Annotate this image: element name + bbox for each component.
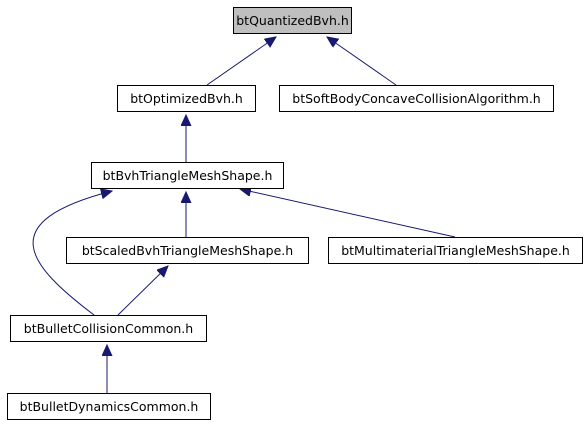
node-label: btMultimaterialTriangleMeshShape.h [341,243,570,258]
node-label: btBulletCollisionCommon.h [24,321,193,336]
node-btScaledBvhTriangleMeshShape[interactable]: btScaledBvhTriangleMeshShape.h [66,237,309,264]
node-label: btQuantizedBvh.h [236,13,349,28]
node-btOptimizedBvh[interactable]: btOptimizedBvh.h [117,85,256,112]
node-btSoftBodyConcave[interactable]: btSoftBodyConcaveCollisionAlgorithm.h [279,85,554,112]
node-box [91,162,284,189]
edge-btMultimaterialTriangleMeshShape-to-btBvhTriangleMeshShape [240,189,456,238]
edge-btSoftBodyConcave-to-btQuantizedBvh [327,37,397,86]
edge-btOptimizedBvh-to-btQuantizedBvh [206,37,276,86]
node-btMultimaterialTriangleMeshShape[interactable]: btMultimaterialTriangleMeshShape.h [328,237,583,264]
node-box [10,315,207,342]
node-label: btBulletDynamicsCommon.h [20,399,199,414]
node-box [7,393,211,420]
node-btQuantizedBvh[interactable]: btQuantizedBvh.h [233,7,352,34]
node-label: btScaledBvhTriangleMeshShape.h [82,243,293,258]
node-btBulletDynamicsCommon[interactable]: btBulletDynamicsCommon.h [7,393,211,420]
node-box [279,85,554,112]
node-box [328,237,583,264]
file-nodes: btQuantizedBvh.h btOptimizedBvh.h btSoftBo… [7,7,583,420]
dependency-edges [32,37,456,393]
node-box [117,85,256,112]
node-btBvhTriangleMeshShape[interactable]: btBvhTriangleMeshShape.h [91,162,284,189]
edge-btBulletCollisionCommon-to-btBvhTriangleMeshShape [32,191,112,316]
node-box [66,237,309,264]
node-label: btSoftBodyConcaveCollisionAlgorithm.h [292,91,540,106]
edge-btBulletCollisionCommon-to-btScaledBvhTriangleMeshShape [117,266,168,316]
node-box [233,7,352,34]
node-label: btBvhTriangleMeshShape.h [103,168,273,183]
node-label: btOptimizedBvh.h [130,91,243,106]
node-btBulletCollisionCommon[interactable]: btBulletCollisionCommon.h [10,315,207,342]
